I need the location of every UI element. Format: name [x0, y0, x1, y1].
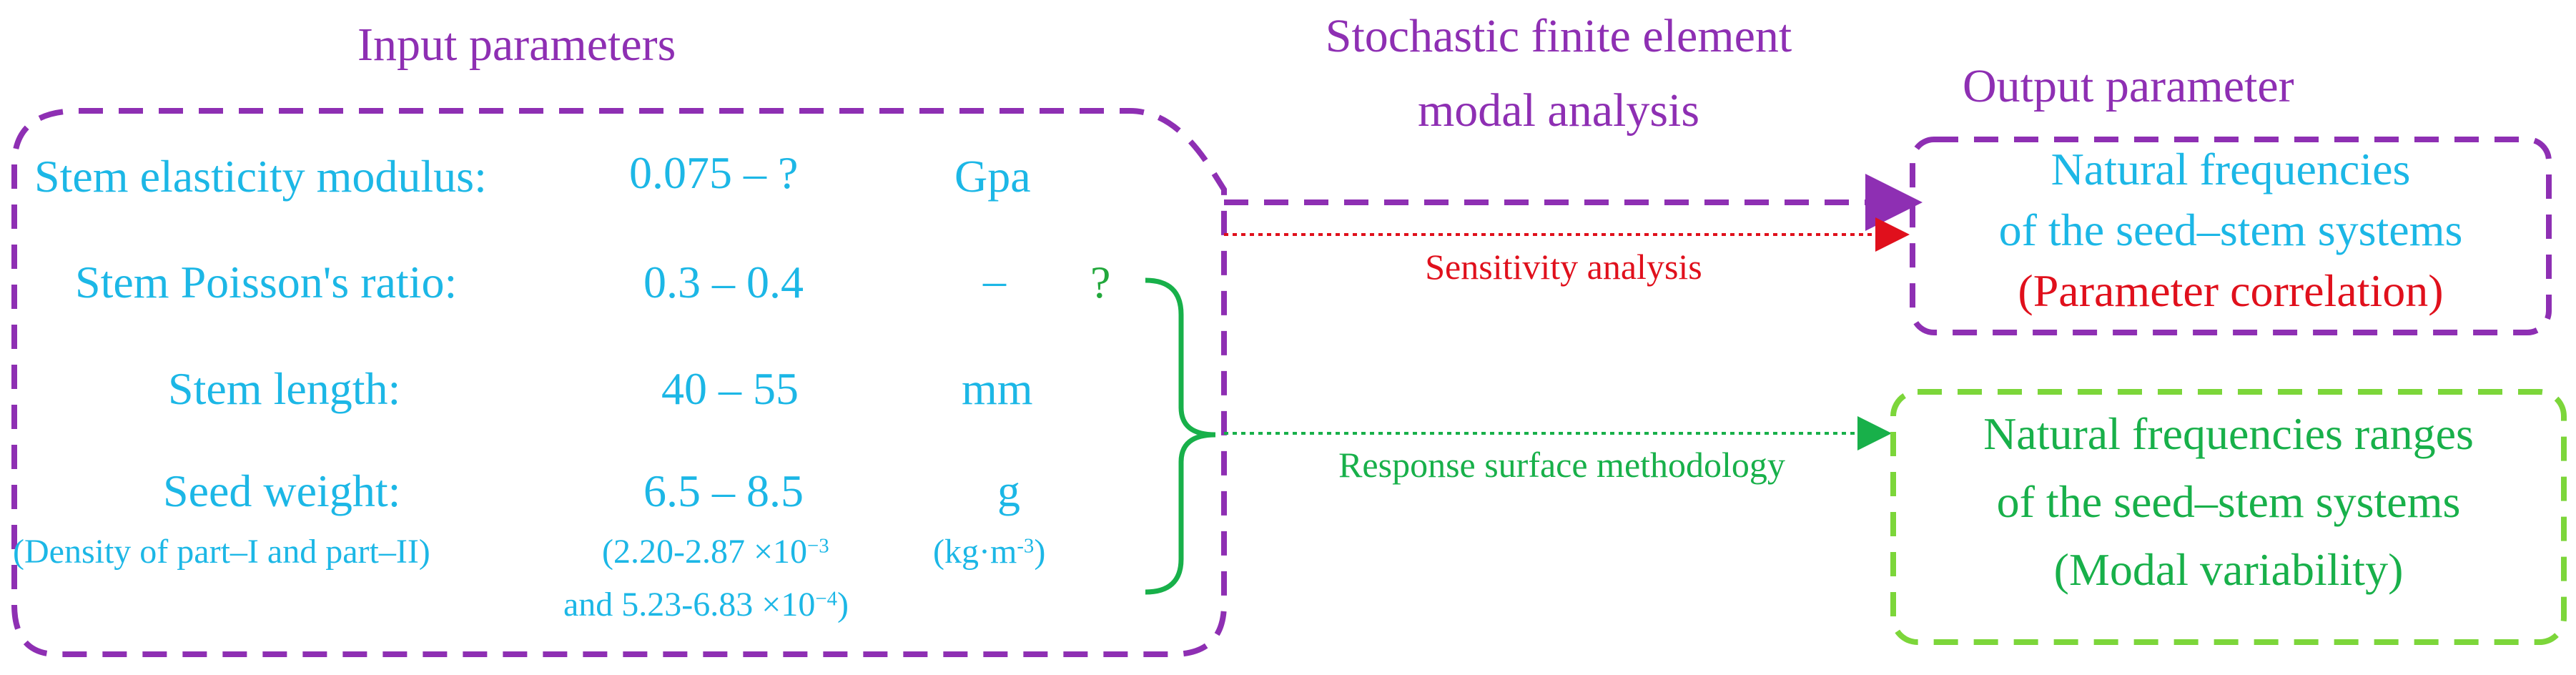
- method-title-line1: Stochastic finite element: [1325, 10, 1792, 62]
- density-unit: (kg·m-3): [933, 533, 1046, 571]
- row-poisson-range: 0.3 – 0.4: [643, 257, 804, 307]
- output-box-variability: [1890, 389, 2567, 645]
- method-title-line2: modal analysis: [1417, 84, 1700, 137]
- row-elasticity-range: 0.075 – ?: [629, 147, 799, 198]
- row-elasticity-label: Stem elasticity modulus:: [34, 151, 487, 202]
- row-length-unit: mm: [962, 363, 1033, 414]
- row-length-range: 40 – 55: [661, 363, 799, 414]
- uncertain-mark: ?: [1090, 257, 1111, 307]
- rsm-label: Response surface methodology: [1338, 445, 1785, 485]
- input-parameters-title: Input parameters: [357, 19, 676, 71]
- output1-line3: (Parameter correlation): [2018, 265, 2444, 316]
- density-label: (Density of part–I and part–II): [13, 533, 430, 571]
- parameters-brace: [1145, 277, 1216, 595]
- input-parameters-box: [11, 108, 1227, 657]
- row-seed-label: Seed weight:: [163, 465, 401, 516]
- output2-line3: (Modal variability): [2053, 544, 2404, 595]
- density-range-line2: and 5.23-6.83 ×10−4): [563, 586, 849, 624]
- row-poisson-label: Stem Poisson's ratio:: [75, 257, 458, 307]
- row-seed-unit: g: [997, 465, 1020, 516]
- sensitivity-label: Sensitivity analysis: [1425, 247, 1702, 287]
- output1-line2: of the seed–stem systems: [1998, 205, 2463, 255]
- density-range-line1: (2.20-2.87 ×10−3: [602, 533, 829, 571]
- output-parameter-title: Output parameter: [1963, 60, 2294, 112]
- row-seed-range: 6.5 – 8.5: [643, 465, 804, 516]
- row-length-label: Stem length:: [168, 363, 401, 414]
- output-box-correlation: [1910, 137, 2552, 335]
- row-poisson-unit: –: [983, 255, 1006, 305]
- output2-line1: Natural frequencies ranges: [1983, 408, 2474, 459]
- row-elasticity-unit: Gpa: [954, 151, 1031, 202]
- output1-line1: Natural frequencies: [2051, 144, 2411, 194]
- output2-line2: of the seed–stem systems: [1996, 476, 2461, 527]
